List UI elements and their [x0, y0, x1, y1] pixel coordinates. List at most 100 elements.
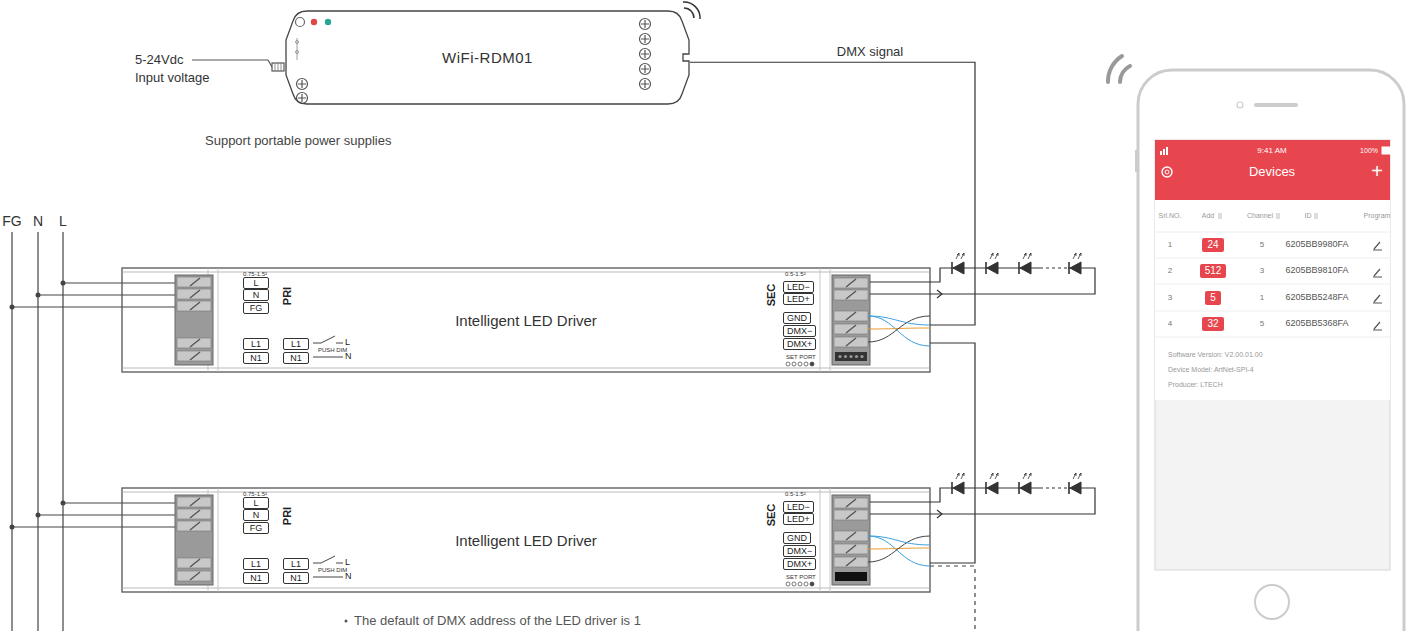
column-header: Program — [1364, 212, 1391, 220]
wire-name: L — [345, 558, 350, 568]
voltage-note: Input voltage — [135, 71, 209, 85]
device-name: WiFi-RDM01 — [442, 49, 533, 66]
terminal-name: L1 — [287, 559, 305, 569]
wire-gauge: 0.75-1.5² — [243, 271, 267, 278]
device-info: Producer: LTECH — [1168, 381, 1223, 389]
driver-housing — [122, 253, 1095, 372]
terminal-label-box: LED− — [783, 501, 814, 513]
terminal-label-box: N — [243, 289, 269, 301]
wire-gauge: 0.5-1.5² — [785, 491, 806, 498]
driver-housing — [122, 473, 1095, 592]
terminal-name: DMX+ — [787, 339, 812, 349]
terminal-name: L1 — [287, 339, 305, 349]
terminal-name: GND — [787, 313, 807, 323]
address-badge: 5 — [1205, 291, 1221, 305]
wire-name: N — [345, 352, 352, 362]
address-value: 24 — [1207, 239, 1218, 251]
address-value: 512 — [1205, 265, 1222, 277]
wire-gauge: 0.75-1.5² — [243, 491, 267, 498]
terminal-label-box: N1 — [283, 352, 309, 364]
terminal-label-box: L — [243, 497, 269, 509]
column-header: Srl.NO. — [1159, 212, 1182, 220]
status-battery: 100% — [1360, 147, 1378, 155]
wire-name: L — [59, 214, 67, 229]
address-value: 5 — [1210, 292, 1216, 304]
signal-label: DMX signal — [835, 45, 905, 59]
terminal-label-box: LED+ — [783, 293, 814, 305]
terminal-name: N1 — [247, 573, 265, 583]
terminal-label-box: GND — [783, 532, 811, 544]
side-label: SEC — [765, 284, 777, 307]
wire-name: FG — [2, 214, 21, 229]
terminal-label-box: N1 — [283, 572, 309, 584]
table-cell: 2 — [1168, 267, 1172, 276]
terminal-name: L1 — [247, 559, 265, 569]
terminal-name: LED+ — [787, 514, 810, 524]
terminal-name: DMX− — [787, 546, 812, 556]
table-cell: 6205BB9810FA — [1285, 266, 1348, 276]
terminal-label-box: DMX− — [783, 545, 816, 557]
table-cell: 6205BB9980FA — [1285, 240, 1348, 250]
add-button: + — [1371, 160, 1383, 182]
terminal-label-box: L1 — [283, 338, 309, 350]
terminal-name: N — [247, 290, 265, 300]
device-info: Software Version: V2.00.01.00 — [1168, 351, 1263, 359]
terminal-label-box: N — [243, 509, 269, 521]
column-header: Channel — [1247, 212, 1273, 220]
driver-name: Intelligent LED Driver — [455, 532, 597, 549]
table-cell: 3 — [1260, 267, 1264, 276]
terminal-label-box: LED+ — [783, 513, 814, 525]
terminal-name: DMX− — [787, 326, 812, 336]
power-note: Support portable power supplies — [205, 134, 391, 148]
terminal-name: LED− — [787, 282, 810, 292]
terminal-name: N — [247, 510, 265, 520]
terminal-name: N1 — [287, 573, 305, 583]
wire-name: L — [345, 338, 350, 348]
terminal-label-box: DMX− — [783, 325, 816, 337]
terminal-label-box: DMX+ — [783, 558, 816, 570]
table-cell: 4 — [1168, 320, 1172, 329]
address-badge: 24 — [1202, 238, 1223, 252]
function-label: PUSH DIM — [318, 347, 347, 354]
table-cell: 1 — [1260, 294, 1264, 303]
screen-title: Devices — [1249, 165, 1295, 179]
column-header: Add — [1202, 212, 1214, 220]
terminal-name: LED− — [787, 502, 810, 512]
terminal-name: DMX+ — [787, 559, 812, 569]
note: The default of DMX address of the LED dr… — [354, 614, 641, 628]
wire-gauge: 0.5-1.5² — [785, 271, 806, 278]
wire-name: N — [345, 572, 352, 582]
terminal-name: N1 — [247, 353, 265, 363]
terminal-name: L — [247, 278, 265, 288]
terminal-name: GND — [787, 533, 807, 543]
status-time: 9:41 AM — [1257, 147, 1286, 156]
table-cell: 3 — [1168, 294, 1172, 303]
terminal-label-box: FG — [243, 302, 269, 314]
device-info: Device Model: ArtNet-SPI-4 — [1168, 366, 1254, 374]
side-label: SEC — [765, 504, 777, 527]
dmx-wire — [930, 343, 975, 563]
terminal-name: LED+ — [787, 294, 810, 304]
table-cell: 5 — [1260, 320, 1264, 329]
side-label: PRI — [281, 287, 293, 305]
terminal-name: L1 — [247, 339, 265, 349]
voltage-note: 5-24Vdc — [135, 53, 183, 67]
terminal-label-box: GND — [783, 312, 811, 324]
function-label: PUSH DIM — [318, 567, 347, 574]
table-cell: 5 — [1260, 241, 1264, 250]
terminal-label-box: DMX+ — [783, 338, 816, 350]
column-header: ID — [1305, 212, 1312, 220]
address-badge: 512 — [1200, 264, 1227, 278]
terminal-label-box: N1 — [243, 572, 269, 584]
wire-name: N — [33, 214, 43, 229]
table-cell: 6205BB5368FA — [1285, 319, 1348, 329]
terminal-label-box: N1 — [243, 352, 269, 364]
terminal-label-box: LED− — [783, 281, 814, 293]
table-cell: 1 — [1168, 241, 1172, 250]
terminal-name: N1 — [287, 353, 305, 363]
dmx-wire — [690, 62, 975, 325]
address-badge: 32 — [1202, 317, 1223, 331]
terminal-label-box: FG — [243, 522, 269, 534]
